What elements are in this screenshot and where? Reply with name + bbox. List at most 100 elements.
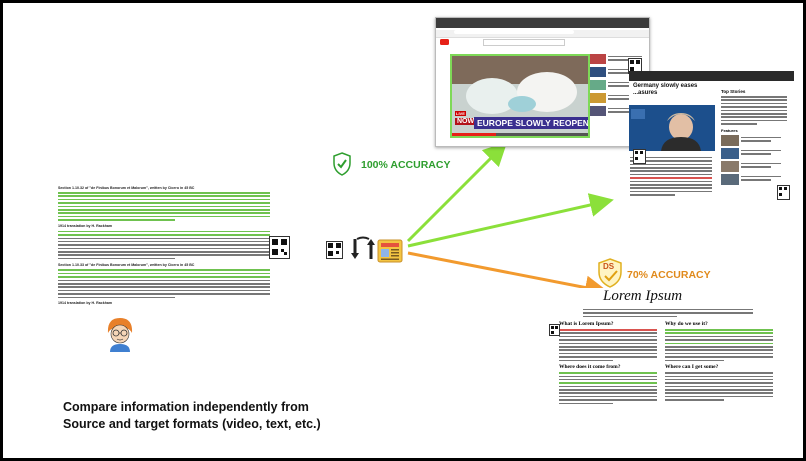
feature-item[interactable] (721, 147, 793, 159)
text-line (721, 116, 787, 118)
recommendation-text (608, 93, 642, 103)
text-line (58, 244, 270, 246)
video-news-banner: EUROPE SLOWLY REOPENS (474, 117, 588, 129)
ds-badge-text: DS (603, 262, 615, 271)
slide-canvas: Section 1.10.32 of "de Finibus Bonorum e… (3, 3, 803, 458)
text-line (630, 163, 712, 166)
qr-code-lorem (549, 324, 560, 336)
text-line (665, 382, 773, 384)
news-headline: Germany slowly eases ...asures (633, 83, 698, 96)
text-line (559, 399, 657, 401)
ds-shield-icon (598, 258, 622, 288)
recommendation-thumbnail (590, 67, 606, 77)
source-paragraph-1 (58, 192, 316, 221)
text-line (721, 112, 787, 115)
browser-address-bar[interactable] (436, 29, 649, 38)
recommendation-text (608, 54, 642, 64)
qr-code-article (633, 149, 646, 164)
feature-item[interactable] (721, 160, 793, 172)
recommendation-text (608, 106, 642, 116)
text-line (559, 329, 657, 331)
text-line (559, 385, 657, 388)
text-line (58, 272, 270, 275)
recommendation-item[interactable] (590, 67, 646, 77)
lorem-col2-para1 (665, 329, 775, 362)
convert-arrows-icon (351, 236, 375, 259)
news-header-bar (629, 71, 794, 81)
text-line (559, 382, 657, 384)
feature-text (741, 174, 781, 185)
text-line (630, 166, 712, 169)
youtube-header (436, 38, 649, 47)
recommendation-thumbnail (590, 80, 606, 90)
recommendation-item[interactable] (590, 80, 646, 90)
text-line (58, 237, 270, 240)
text-line (559, 378, 657, 381)
lorem-col-left: What is Lorem Ipsum? Where does it come … (559, 321, 659, 406)
text-line (665, 329, 773, 331)
text-line (58, 296, 175, 299)
lorem-title: Lorem Ipsum (603, 288, 683, 304)
source-document: Section 1.10.32 of "de Finibus Bonorum e… (58, 186, 316, 346)
source-paragraph-2 (58, 230, 316, 260)
caption-line-2: Source and target formats (video, text, … (63, 417, 321, 431)
text-line (58, 192, 270, 194)
text-line (665, 335, 773, 338)
recommendation-thumbnail (590, 106, 606, 116)
text-line (58, 254, 270, 257)
text-line (58, 257, 175, 260)
recommendation-text (608, 67, 642, 77)
text-line (559, 345, 657, 348)
text-line (721, 109, 787, 112)
text-line (665, 332, 773, 334)
news-body-text (630, 155, 716, 197)
text-line (559, 389, 657, 391)
text-line (721, 119, 787, 122)
recommendation-item[interactable] (590, 106, 646, 116)
text-line (559, 339, 657, 341)
now-label: NOW (455, 118, 477, 125)
text-line (665, 356, 773, 358)
text-line (721, 99, 787, 101)
text-line (665, 349, 773, 351)
text-line (630, 160, 712, 162)
live-badge: LIVE (455, 111, 466, 116)
text-line (583, 308, 753, 311)
text-line (559, 359, 613, 362)
recommendation-item[interactable] (590, 93, 646, 103)
recommendation-item[interactable] (590, 54, 646, 64)
text-line (630, 194, 676, 196)
text-line (58, 219, 175, 221)
text-line (665, 359, 725, 362)
qr-code-icon (326, 241, 343, 259)
cartoon-person-icon (107, 318, 133, 352)
feature-thumbnail (721, 134, 739, 146)
text-line (58, 293, 270, 295)
text-line (630, 187, 712, 189)
feature-text (741, 161, 781, 172)
text-line (559, 392, 657, 395)
text-line (665, 342, 773, 345)
text-line (583, 312, 753, 314)
feature-item[interactable] (721, 173, 793, 185)
text-line (665, 378, 773, 381)
caption-line-1: Compare information independently from (63, 400, 309, 414)
video-player[interactable]: LIVE NOW EUROPE SLOWLY REOPENS (450, 54, 590, 138)
text-line (58, 289, 270, 292)
youtube-search-input[interactable] (483, 38, 565, 46)
text-line (559, 375, 657, 378)
video-progress-bar[interactable] (452, 133, 588, 136)
text-line (559, 352, 657, 355)
qr-code-source (269, 236, 290, 259)
feature-item[interactable] (721, 134, 793, 146)
text-line (665, 375, 773, 378)
features-label: Features (721, 127, 738, 133)
lorem-col2-para2 (665, 372, 775, 401)
accuracy-label-70: 70% ACCURACY (627, 269, 711, 281)
text-line (58, 208, 270, 211)
lorem-col-right: Why do we use it? Where can I get some? (665, 321, 775, 403)
green-arrow-to-article (407, 193, 614, 248)
top-stories-list (721, 96, 793, 125)
lorem-q3: Where does it come from? (559, 364, 621, 371)
text-line (630, 180, 712, 183)
